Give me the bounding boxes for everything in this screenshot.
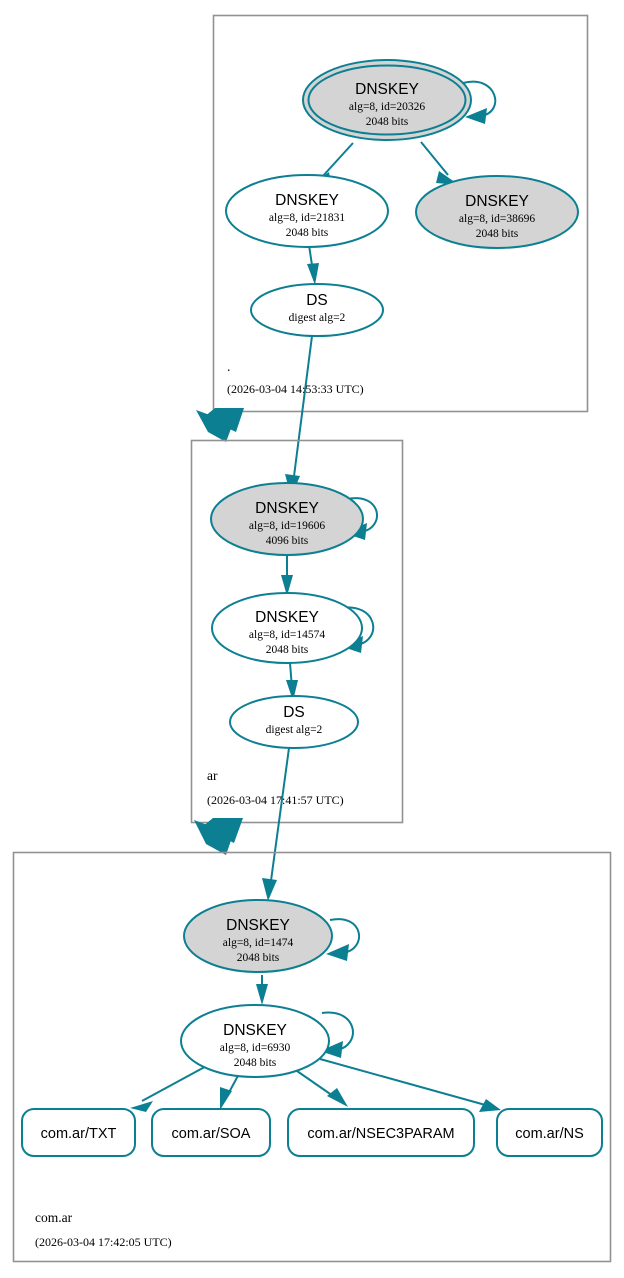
node-ellipse-root-zsk xyxy=(225,174,389,248)
node-keyinfo: alg=8, id=14574 xyxy=(249,629,325,641)
node-title: DS xyxy=(306,292,328,309)
rrset-box xyxy=(496,1108,603,1157)
arrowhead-zsk-to-soa xyxy=(220,1087,232,1110)
zone-box-comar xyxy=(12,851,612,1263)
node-ellipse-ar-ksk xyxy=(210,482,364,556)
rrset-label: com.ar/NS xyxy=(515,1126,584,1142)
zone-group-root: DNSKEY alg=8, id=20326 2048 bits DNSKEY … xyxy=(196,14,589,497)
zone-timestamp-root: (2026-03-04 14:53:33 UTC) xyxy=(227,382,364,396)
rrset-box xyxy=(287,1108,475,1157)
node-ellipse-comar-ksk xyxy=(183,899,333,973)
node-keyinfo: alg=8, id=38696 xyxy=(459,213,535,225)
node-keysize: 2048 bits xyxy=(266,644,309,656)
rrset-com-ar-nsec3param[interactable]: com.ar/NSEC3PARAM xyxy=(287,1108,475,1157)
node-ellipse-root-ds xyxy=(250,283,384,337)
arrowhead-ar-zsk-to-ds xyxy=(286,680,298,701)
node-ar-zsk-14574[interactable]: DNSKEY alg=8, id=14574 2048 bits xyxy=(211,592,363,664)
arrowhead-ar-ds-to-comar-ksk xyxy=(262,878,277,901)
self-loop-comar-ksk xyxy=(329,918,361,954)
rrset-box xyxy=(21,1108,136,1157)
self-loop-arrowhead-root-ksk xyxy=(465,108,487,124)
edge-root-ds-to-ar-ksk xyxy=(292,335,313,485)
rrset-label: com.ar/TXT xyxy=(41,1126,117,1142)
rrset-com-ar-ns[interactable]: com.ar/NS xyxy=(496,1108,603,1157)
edge-root-ksk-to-21831 xyxy=(321,142,354,178)
node-keyinfo: alg=8, id=1474 xyxy=(223,937,294,949)
node-ellipse-outer-root-ksk xyxy=(302,59,472,141)
self-loop-comar-zsk xyxy=(321,1011,354,1051)
zone-timestamp-comar: (2026-03-04 17:42:05 UTC) xyxy=(35,1235,172,1249)
rrset-box xyxy=(151,1108,271,1157)
edge-ar-ds-to-comar-ksk xyxy=(269,747,290,889)
node-ar-ds[interactable]: DS digest alg=2 xyxy=(229,695,359,749)
node-root-key-38696[interactable]: DNSKEY alg=8, id=38696 2048 bits xyxy=(415,175,579,249)
node-keysize: 2048 bits xyxy=(237,952,280,964)
node-keyinfo: alg=8, id=21831 xyxy=(269,212,345,224)
rrset-label: com.ar/NSEC3PARAM xyxy=(307,1126,454,1142)
arrowhead-21831-to-ds xyxy=(307,263,319,285)
zone-edge-ar-to-comar-shaft xyxy=(202,818,243,843)
arrowhead-ar-ksk-to-zsk xyxy=(281,575,293,596)
node-keysize: 2048 bits xyxy=(366,116,409,128)
edge-root-ksk-to-38696 xyxy=(420,141,449,176)
node-keyinfo: alg=8, id=6930 xyxy=(220,1042,291,1054)
node-root-ds[interactable]: DS digest alg=2 xyxy=(250,283,384,337)
rrset-label: com.ar/SOA xyxy=(172,1126,251,1142)
node-keysize: 2048 bits xyxy=(234,1057,277,1069)
arrowhead-zsk-to-ns xyxy=(479,1099,501,1112)
self-loop-root-ksk xyxy=(462,80,497,117)
node-title: DNSKEY xyxy=(255,500,319,517)
node-title: DNSKEY xyxy=(465,193,529,210)
node-title: DNSKEY xyxy=(226,917,290,934)
node-ellipse-inner-root-ksk xyxy=(307,64,467,136)
node-keysize: 2048 bits xyxy=(286,227,329,239)
zone-label-root: . xyxy=(227,359,230,374)
zone-group-ar: DNSKEY alg=8, id=19606 4096 bits DNSKEY … xyxy=(190,439,404,901)
node-ellipse-root-38696 xyxy=(415,175,579,249)
node-title: DNSKEY xyxy=(355,81,419,98)
self-loop-arrowhead-comar-zsk xyxy=(320,1041,343,1058)
self-loop-ar-ksk xyxy=(346,497,378,533)
zone-box-ar xyxy=(190,439,404,824)
node-digest: digest alg=2 xyxy=(266,724,323,736)
self-loop-ar-zsk xyxy=(339,606,375,646)
node-title: DNSKEY xyxy=(255,609,319,626)
edge-zsk-to-ns xyxy=(319,1058,490,1107)
node-comar-ksk-1474[interactable]: DNSKEY alg=8, id=1474 2048 bits xyxy=(183,899,333,973)
node-title: DS xyxy=(283,704,305,721)
node-title: DNSKEY xyxy=(223,1022,287,1039)
arrowhead-zsk-to-txt xyxy=(130,1101,153,1112)
node-ar-ksk-19606[interactable]: DNSKEY alg=8, id=19606 4096 bits xyxy=(210,482,364,556)
self-loop-arrowhead-comar-ksk xyxy=(326,944,349,961)
node-ellipse-ar-zsk xyxy=(211,592,363,664)
node-keyinfo: alg=8, id=20326 xyxy=(349,101,425,113)
rrset-com-ar-soa[interactable]: com.ar/SOA xyxy=(151,1108,271,1157)
zone-group-comar: DNSKEY alg=8, id=1474 2048 bits DNSKEY a… xyxy=(12,851,612,1263)
node-digest: digest alg=2 xyxy=(289,312,346,324)
edge-zsk-to-txt xyxy=(141,1062,213,1102)
node-keysize: 4096 bits xyxy=(266,535,309,547)
zone-label-ar: ar xyxy=(207,768,218,783)
node-keyinfo: alg=8, id=19606 xyxy=(249,520,325,532)
zone-edge-root-to-ar-shaft xyxy=(204,408,244,432)
edge-zsk-to-nsec3param xyxy=(296,1070,337,1099)
node-comar-zsk-6930[interactable]: DNSKEY alg=8, id=6930 2048 bits xyxy=(180,1004,330,1078)
rrset-com-ar-txt[interactable]: com.ar/TXT xyxy=(21,1108,136,1157)
node-ellipse-comar-zsk xyxy=(180,1004,330,1078)
node-title: DNSKEY xyxy=(275,192,339,209)
zone-timestamp-ar: (2026-03-04 17:41:57 UTC) xyxy=(207,793,344,807)
arrowhead-zsk-to-nsec3param xyxy=(327,1088,348,1107)
node-keysize: 2048 bits xyxy=(476,228,519,240)
arrowhead-comar-ksk-to-zsk xyxy=(256,984,268,1005)
node-root-ksk-20326[interactable]: DNSKEY alg=8, id=20326 2048 bits xyxy=(302,59,472,141)
node-ellipse-ar-ds xyxy=(229,695,359,749)
zone-box-root xyxy=(212,14,589,413)
zone-label-comar: com.ar xyxy=(35,1210,73,1225)
node-root-zsk-21831[interactable]: DNSKEY alg=8, id=21831 2048 bits xyxy=(225,174,389,248)
